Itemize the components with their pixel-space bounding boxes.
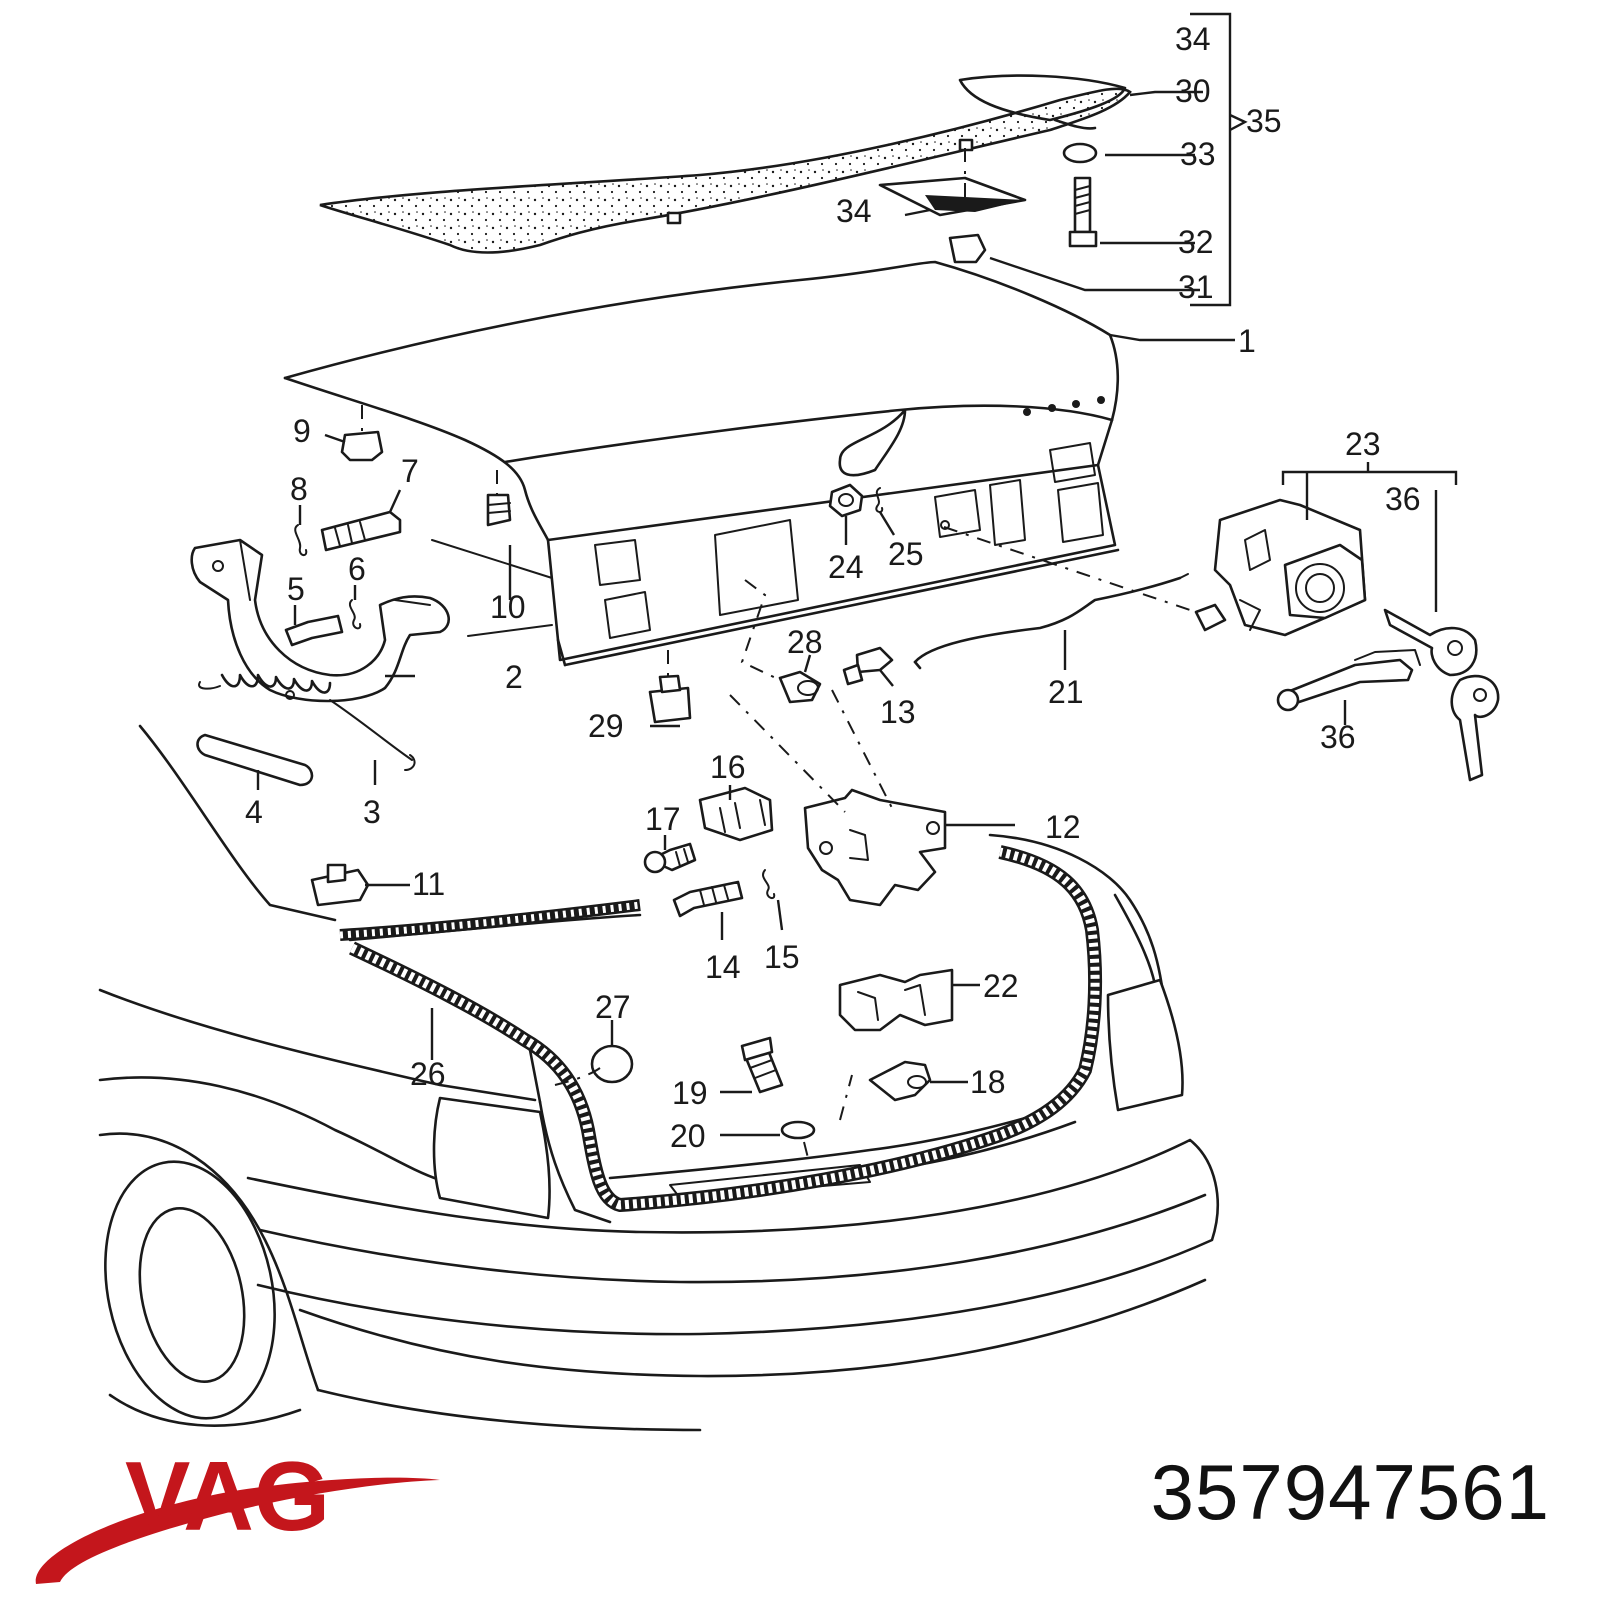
callout-18: 18 — [970, 1064, 1006, 1100]
leader-lines — [256, 12, 1458, 1159]
callout-34: 34 — [836, 193, 872, 229]
callout-27: 27 — [595, 989, 631, 1025]
callout-20: 20 — [670, 1118, 706, 1154]
callout-11: 11 — [412, 866, 445, 902]
callout-15: 15 — [764, 939, 800, 975]
part-number: 357947561 — [1150, 1448, 1550, 1536]
callout-26: 26 — [410, 1056, 446, 1092]
callout-29: 29 — [588, 708, 624, 744]
callout-23: 23 — [1345, 426, 1381, 462]
callout-8: 8 — [290, 471, 308, 507]
vag-logo: VAG — [35, 1441, 440, 1584]
callout-2: 2 — [505, 659, 523, 695]
callout-5: 5 — [287, 571, 305, 607]
callout-34-top: 34 — [1175, 21, 1211, 57]
callout-12: 12 — [1045, 809, 1081, 845]
callout-31: 31 — [1178, 269, 1214, 305]
callout-36-top: 36 — [1385, 481, 1421, 517]
callout-4: 4 — [245, 794, 263, 830]
callout-36-bottom: 36 — [1320, 719, 1356, 755]
callout-10: 10 — [490, 589, 526, 625]
callout-1: 1 — [1238, 323, 1256, 359]
callout-16: 16 — [710, 749, 746, 785]
callout-13: 13 — [880, 694, 916, 730]
callout-28: 28 — [787, 624, 823, 660]
rear-spoiler — [319, 74, 1132, 254]
callout-30: 30 — [1175, 73, 1211, 109]
callout-24: 24 — [828, 549, 864, 585]
callout-22: 22 — [983, 968, 1019, 1004]
callout-3: 3 — [363, 794, 381, 830]
callout-17: 17 — [645, 801, 681, 837]
spring-and-rod — [196, 673, 416, 787]
lock-cylinder-assembly — [1194, 498, 1500, 782]
brand-name: VAG — [125, 1441, 330, 1551]
callout-14: 14 — [705, 949, 741, 985]
car-body-outline — [98, 724, 1219, 1432]
callout-21: 21 — [1048, 674, 1084, 710]
callout-35: 35 — [1246, 103, 1282, 139]
trunk-lid — [283, 260, 1120, 667]
hinge-assembly — [190, 538, 450, 703]
callout-labels: 1 2 3 4 5 6 7 8 9 10 11 12 13 14 15 16 1… — [245, 21, 1421, 1154]
latch-assembly — [643, 786, 954, 1032]
callout-7: 7 — [401, 453, 419, 489]
callout-6: 6 — [348, 551, 366, 587]
callout-19: 19 — [672, 1075, 708, 1111]
callout-25: 25 — [888, 536, 924, 572]
callout-33: 33 — [1180, 136, 1216, 172]
callout-9: 9 — [293, 413, 311, 449]
callout-32: 32 — [1178, 224, 1214, 260]
